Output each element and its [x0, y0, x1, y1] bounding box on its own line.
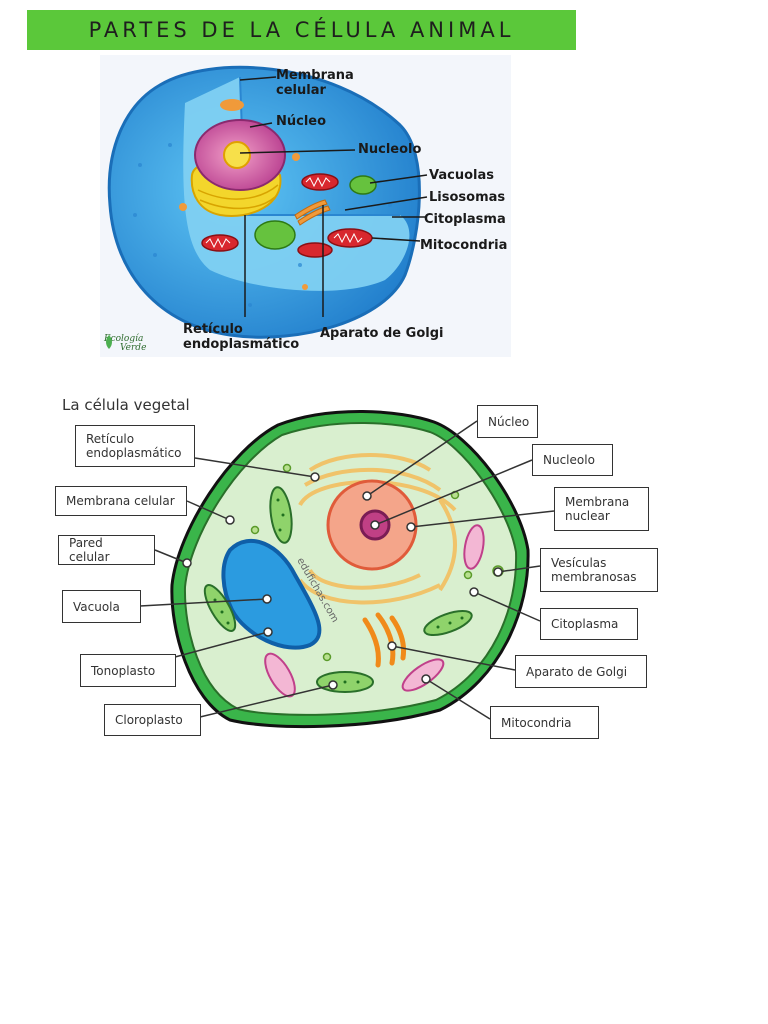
label-reticulo-endoplasmatico: Retículo endoplasmático	[183, 322, 300, 352]
golgi-apparatus	[294, 199, 331, 226]
label-citoplasma-box: Citoplasma	[540, 608, 638, 640]
vacuole	[254, 220, 296, 250]
logo-line-1: Ecología	[104, 334, 144, 344]
nucleolus	[223, 141, 251, 169]
ecologia-verde-logo: Ecología Verde	[104, 335, 146, 353]
title-banner: PARTES DE LA CÉLULA ANIMAL	[27, 10, 576, 50]
animal-cell-drawing	[107, 65, 428, 339]
label-citoplasma: Citoplasma	[424, 212, 506, 227]
label-lisosomas: Lisosomas	[429, 190, 506, 205]
label-aparato-golgi-box: Aparato de Golgi	[515, 655, 647, 688]
label-vacuolas: Vacuolas	[429, 168, 494, 183]
plant-cell-drawing: edufichas.com	[139, 410, 555, 729]
label-nucleolo: Nucleolo	[358, 142, 422, 157]
label-vesiculas-membranosas-box: Vesículas membranosas	[540, 548, 658, 592]
label-mitocondria-box: Mitocondria	[490, 706, 599, 739]
label-nucleolo-box: Nucleolo	[532, 444, 613, 476]
label-membrana-nuclear-box: Membrana nuclear	[554, 487, 649, 531]
label-aparato-golgi: Aparato de Golgi	[320, 326, 444, 341]
golgi	[362, 612, 407, 668]
label-tonoplasto-box: Tonoplasto	[80, 654, 176, 687]
animal-cell-figure: Membrana celular Núcleo Nucleolo Vacuola…	[100, 55, 511, 357]
label-nucleo: Núcleo	[276, 114, 327, 129]
label-membrana-celular: Membrana celular	[276, 68, 354, 98]
label-cloroplasto-box: Cloroplasto	[104, 704, 201, 736]
logo-line-2: Verde	[120, 343, 147, 353]
vacuole	[221, 538, 322, 650]
label-mitocondria: Mitocondria	[420, 238, 508, 253]
label-membrana-celular-box: Membrana celular	[55, 486, 187, 516]
label-reticulo-endoplasmatico-box: Retículo endoplasmático	[75, 425, 195, 467]
label-nucleo-box: Núcleo	[477, 405, 538, 438]
animal-cell-title: PARTES DE LA CÉLULA ANIMAL	[88, 18, 515, 42]
plant-cell-title: La célula vegetal	[62, 396, 190, 414]
label-pared-celular-box: Pared celular	[58, 535, 155, 565]
label-vacuola-box: Vacuola	[62, 590, 141, 623]
leaf-icon	[106, 335, 112, 349]
chloroplasts	[203, 486, 473, 693]
